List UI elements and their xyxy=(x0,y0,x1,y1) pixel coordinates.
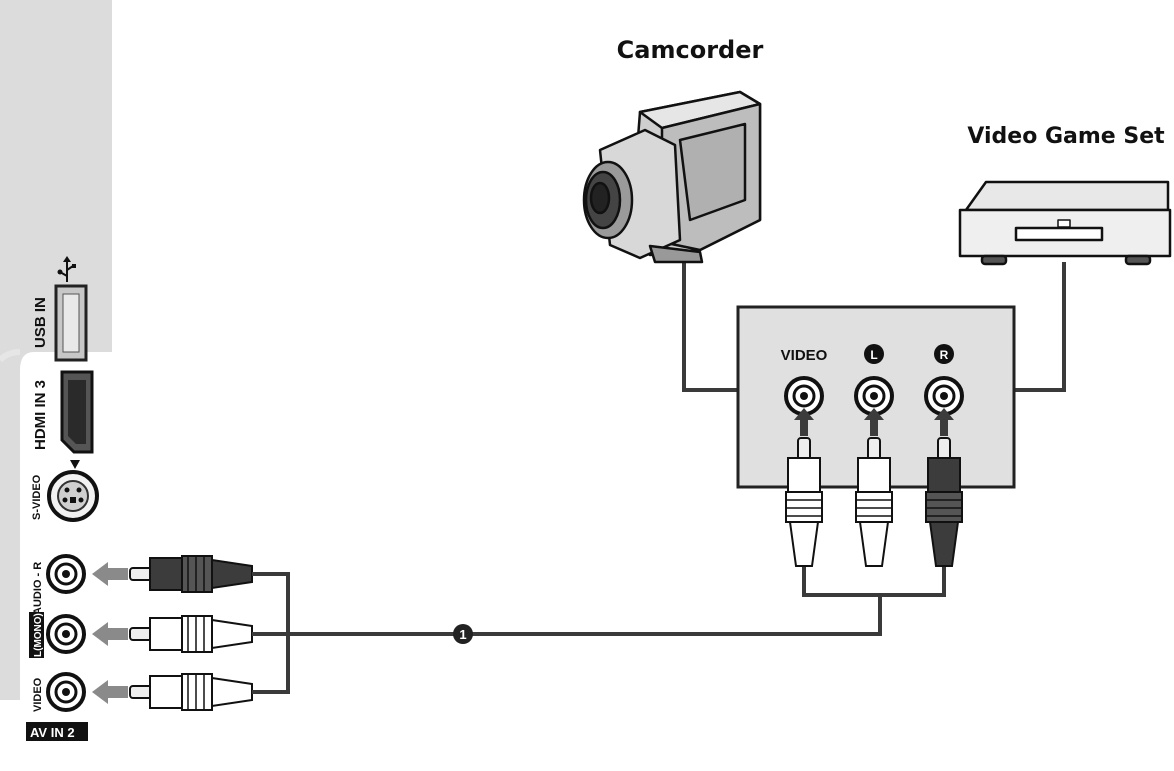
video-game-set-label: Video Game Set xyxy=(967,124,1165,149)
l-mono-label-bg xyxy=(29,612,44,658)
av-in-2-label: AV IN 2 xyxy=(30,725,75,740)
right-badge-icon: R xyxy=(934,344,954,364)
audio-r-jack xyxy=(46,554,86,594)
hdmi-port xyxy=(60,370,94,469)
left-badge-text: L xyxy=(870,348,877,362)
arrow-icons xyxy=(92,562,128,704)
plug-r-right xyxy=(925,437,963,567)
video-label: VIDEO xyxy=(32,677,44,712)
video-jack xyxy=(46,672,86,712)
camcorder-icon xyxy=(582,90,762,264)
usb-icon xyxy=(57,256,76,282)
s-video-label: S-VIDEO xyxy=(31,474,43,520)
cable-callout-badge: 1 xyxy=(453,624,473,644)
plug-l-right xyxy=(855,437,893,567)
device-cables xyxy=(682,262,1066,392)
plug-video-left xyxy=(129,673,253,711)
plug-audio-l-left xyxy=(129,615,253,653)
jack-panel-video-label: VIDEO xyxy=(781,347,828,364)
av-in-2-badge xyxy=(26,722,88,741)
usb-port xyxy=(54,284,88,362)
panel-r-jack xyxy=(924,376,964,416)
plug-video-right xyxy=(785,437,823,567)
av-cable xyxy=(252,566,946,694)
l-mono-label: L(MONO) xyxy=(33,613,44,657)
plug-audio-r-left xyxy=(129,555,253,593)
camcorder-label: Camcorder xyxy=(617,36,764,64)
right-badge-text: R xyxy=(940,348,949,362)
s-video-port xyxy=(47,470,99,522)
left-badge-icon: L xyxy=(864,344,884,364)
panel-arrow-icons xyxy=(794,408,954,436)
audio-l-jack xyxy=(46,614,86,654)
usb-in-label: USB IN xyxy=(32,297,49,348)
video-game-set-icon xyxy=(958,180,1172,266)
cable-callout-number: 1 xyxy=(459,627,466,642)
hdmi-in-3-label: HDMI IN 3 xyxy=(32,380,49,450)
audio-r-label: AUDIO - R xyxy=(32,562,44,615)
